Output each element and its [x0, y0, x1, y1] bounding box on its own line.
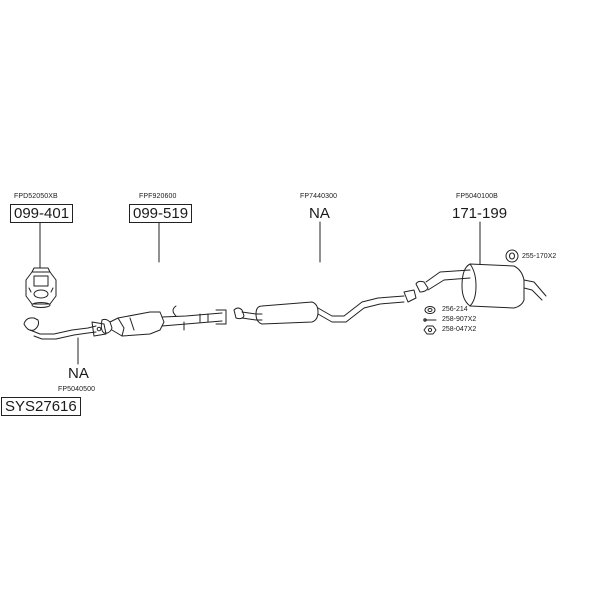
- part-number-text: NA: [68, 365, 89, 382]
- system-code-badge: SYS27616: [1, 397, 81, 416]
- part-ref-label: FPF920600: [139, 193, 177, 200]
- rear-silencer-part: [415, 263, 547, 309]
- part-number-badge: 099-519: [129, 204, 193, 223]
- bolt-258-907-icon: [423, 318, 437, 322]
- hanger-255-170-icon: [505, 249, 519, 263]
- part-number-text: NA: [309, 205, 330, 222]
- part-number-badge: 099-401: [10, 204, 74, 223]
- leader-lines: [39, 221, 481, 365]
- intermediate-pipe-part: [100, 305, 227, 337]
- part-ref-label: FP5040100B: [456, 193, 498, 200]
- front-pipe-part: [23, 317, 107, 340]
- nut-258-047-icon: [423, 325, 437, 335]
- mid-pipe-part: [233, 289, 417, 325]
- catalytic-converter-part: [25, 267, 57, 308]
- part-ref-label: FPD52050XB: [14, 193, 58, 200]
- part-number-text: 171-199: [452, 205, 508, 222]
- part-ref-label: FP5040500: [58, 386, 96, 393]
- hardware-label: 258-047X2: [442, 326, 477, 333]
- part-ref-label: FP7440300: [300, 193, 338, 200]
- hardware-label: 258-907X2: [442, 316, 477, 323]
- hardware-label: 255-170X2: [522, 253, 557, 260]
- gasket-256-214-icon: [424, 306, 436, 314]
- hardware-label: 256-214: [442, 306, 468, 313]
